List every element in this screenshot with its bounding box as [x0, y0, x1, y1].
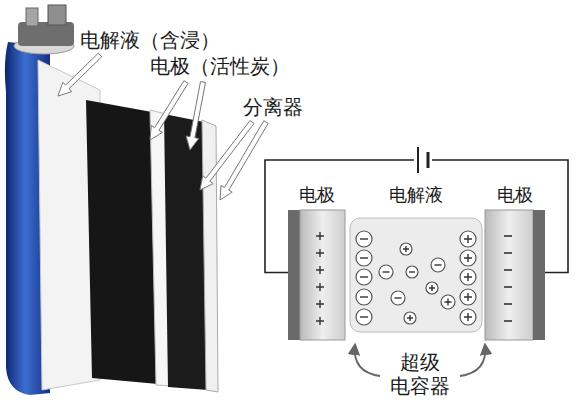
minus-sign: [395, 297, 402, 298]
battery-plate: [417, 147, 419, 173]
plus-sign: [464, 293, 472, 301]
electrode-plate: [485, 210, 533, 340]
plus-sign: [316, 300, 324, 308]
minus-sign: [360, 238, 368, 239]
minus-sign: [383, 271, 390, 272]
cation: [460, 250, 476, 266]
minus-sign: [504, 252, 512, 254]
caption-label: 超级 电容器: [387, 350, 453, 398]
anion: [356, 269, 372, 285]
minus-sign: [360, 296, 368, 297]
plus-sign: [464, 254, 472, 262]
anion: [379, 265, 393, 279]
anion: [431, 258, 445, 272]
callout-label: 电极（活性炭）: [150, 54, 290, 78]
plus-sign: [464, 273, 472, 281]
label-holder: 电解液（含浸）: [80, 28, 220, 52]
anion: [356, 231, 372, 247]
callout-arrow: [150, 81, 188, 140]
minus-sign: [435, 264, 442, 265]
plus-sign: [464, 235, 472, 243]
callout-arrow: [186, 82, 205, 151]
cation: [400, 243, 412, 255]
minus-sign: [504, 286, 512, 288]
minus-sign: [504, 303, 512, 305]
pointer-arrow: [460, 345, 485, 376]
electrode-box: 电极: [485, 183, 545, 340]
terminal: [26, 8, 38, 26]
carbon-electrode-sheet: [164, 114, 208, 390]
anion: [406, 266, 418, 278]
callout-arrow: [220, 121, 268, 200]
electrolyte-box: 电解液: [350, 183, 482, 332]
plus-sign: [316, 317, 324, 325]
cation: [460, 231, 476, 247]
plus-sign: [429, 285, 435, 291]
callout-label: 分离器: [243, 95, 303, 119]
cation: [426, 282, 438, 294]
plus-sign: [316, 232, 324, 240]
anion: [356, 309, 372, 325]
part-label: 电极: [497, 183, 533, 207]
terminal: [48, 5, 66, 25]
part-label: 电极: [299, 183, 335, 207]
label-holder: 电极（活性炭）: [150, 54, 290, 78]
callout-label: 电解液（含浸）: [80, 28, 220, 52]
cation: [441, 295, 455, 309]
separator-sheet: [202, 120, 218, 392]
plus-sign: [316, 266, 324, 274]
anion: [356, 250, 372, 266]
cation: [460, 269, 476, 285]
minus-sign: [360, 316, 368, 317]
plus-sign: [407, 315, 413, 321]
plus-sign: [445, 299, 452, 306]
minus-sign: [504, 320, 512, 322]
minus-sign: [409, 271, 415, 272]
plus-sign: [316, 249, 324, 257]
minus-sign: [360, 257, 368, 258]
callout-arrow: [58, 53, 102, 96]
plus-sign: [403, 246, 409, 252]
pointer-arrow: [355, 345, 380, 376]
battery-plate: [427, 152, 430, 168]
cation: [460, 289, 476, 305]
label-holder: 分离器: [243, 95, 303, 119]
label-holder: 超级 电容器: [387, 350, 453, 398]
electrode-plate: [300, 210, 345, 340]
anion: [391, 291, 405, 305]
electrode-plate: [288, 210, 300, 340]
anion: [356, 289, 372, 305]
carbon-electrode-sheet: [86, 100, 158, 384]
electrolyte-region: [350, 218, 482, 332]
minus-sign: [504, 235, 512, 237]
cation: [460, 309, 476, 325]
electrode-box: 电极: [288, 183, 345, 340]
plus-sign: [316, 283, 324, 291]
cation: [404, 312, 416, 324]
part-label: 电解液: [389, 183, 443, 207]
minus-sign: [360, 276, 368, 277]
electrode-plate: [533, 210, 545, 340]
battery-gap: [414, 148, 432, 172]
minus-sign: [504, 269, 512, 271]
plus-sign: [464, 313, 472, 321]
